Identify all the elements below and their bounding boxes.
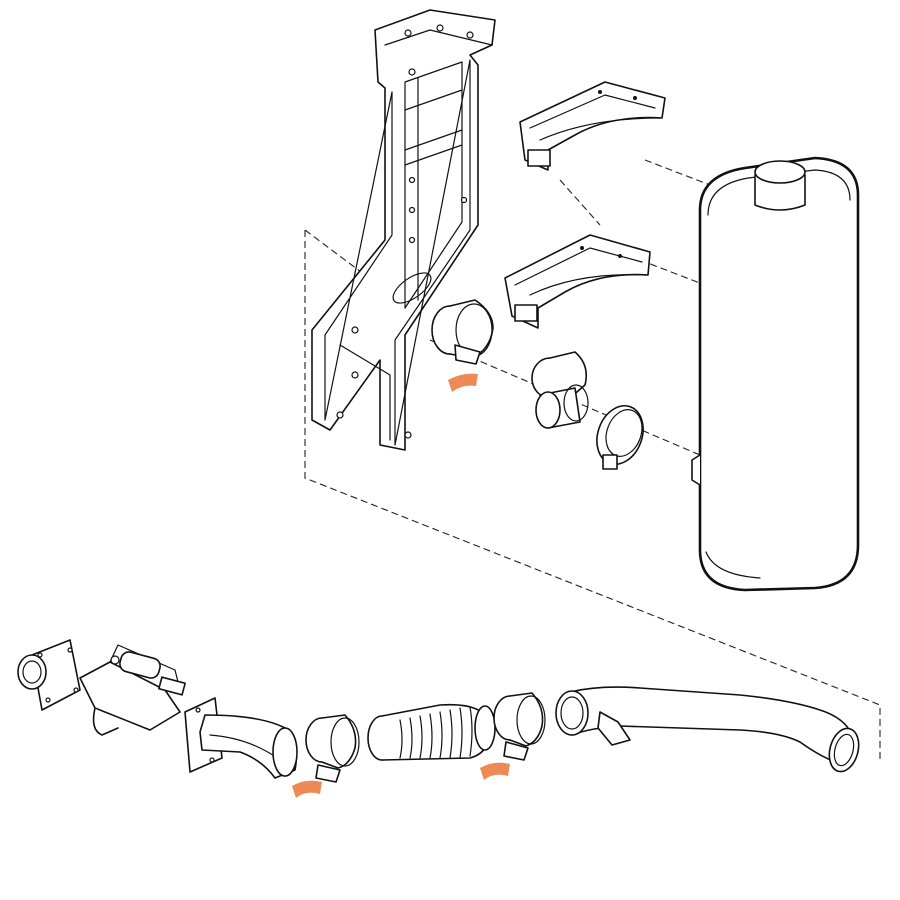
pipe-adapter (531, 351, 589, 429)
clamp-upper (431, 299, 494, 365)
muffler-strap-upper (519, 81, 666, 171)
flex-bellows (367, 703, 496, 761)
turbo-flange (17, 639, 81, 711)
clamp-right-highlight (480, 762, 510, 780)
clamp-upper-highlight (448, 373, 478, 392)
clamp-left (305, 714, 360, 783)
v-band-clamp (596, 405, 644, 470)
elbow-pipe (184, 697, 298, 779)
clamp-right (493, 692, 546, 761)
mounting-bracket (311, 9, 496, 451)
exhaust-brake (79, 644, 186, 736)
long-exhaust-pipe (555, 686, 860, 773)
muffler (691, 156, 860, 592)
clamp-left-highlight (292, 780, 322, 798)
muffler-strap-lower (504, 234, 651, 329)
